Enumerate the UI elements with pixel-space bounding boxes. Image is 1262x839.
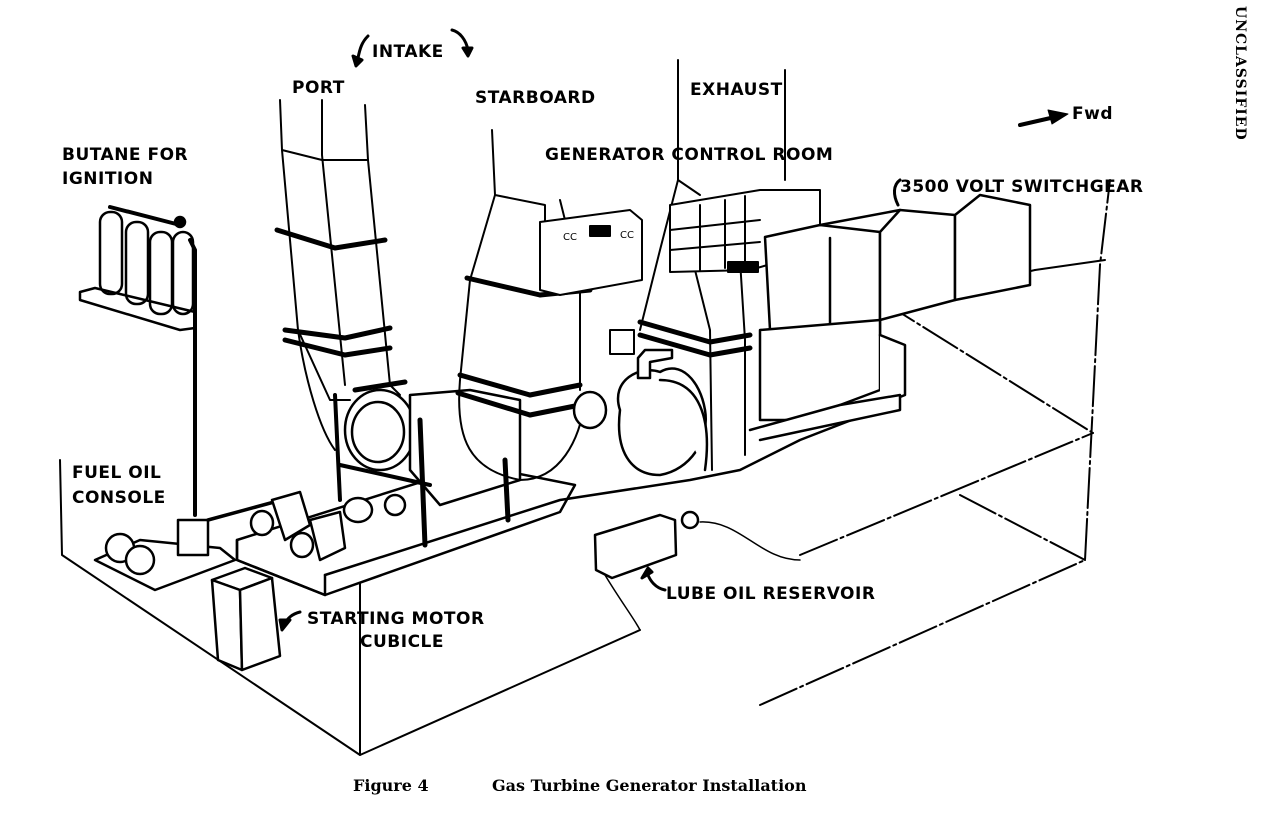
label-starting-motor-line2: CUBICLE xyxy=(360,632,444,652)
label-fwd: Fwd xyxy=(1072,104,1113,124)
lube-oil-reservoir xyxy=(593,510,801,631)
figure-title: Gas Turbine Generator Installation xyxy=(492,776,807,795)
generator-control-panel: CC CC xyxy=(539,209,643,355)
room-outline xyxy=(59,179,1111,756)
switchgear xyxy=(748,193,1032,442)
svg-text:CC: CC xyxy=(563,232,577,243)
label-port: PORT xyxy=(292,78,345,98)
label-butane-line1: BUTANE FOR xyxy=(62,145,189,165)
label-starting-motor-line1: STARTING MOTOR xyxy=(307,609,485,629)
label-butane-line2: IGNITION xyxy=(62,169,154,189)
svg-text:CC: CC xyxy=(620,230,634,241)
label-fuel-oil-line2: CONSOLE xyxy=(72,488,166,508)
lube-oil-arrow xyxy=(646,573,667,592)
generator xyxy=(572,348,709,477)
switchgear-arrow xyxy=(893,178,902,207)
butane-cylinders xyxy=(78,205,197,517)
starting-motor-cubicle xyxy=(210,566,282,672)
intake-port-arrow xyxy=(356,34,370,60)
label-exhaust: EXHAUST xyxy=(690,80,783,100)
label-intake: INTAKE xyxy=(372,42,444,62)
label-lube-oil-reservoir: LUBE OIL RESERVOIR xyxy=(666,584,876,604)
label-starboard: STARBOARD xyxy=(475,88,596,108)
label-generator-control-room: GENERATOR CONTROL ROOM xyxy=(545,145,834,165)
label-switchgear: 3500 VOLT SWITCHGEAR xyxy=(900,177,1144,197)
arrow-right-icon xyxy=(1018,109,1069,127)
gas-turbine xyxy=(333,388,522,548)
label-fuel-oil-line1: FUEL OIL xyxy=(72,463,162,483)
classification-marking: UNCLASSIFIED xyxy=(1232,6,1248,141)
figure-number: Figure 4 xyxy=(353,776,429,795)
fuel-oil-console xyxy=(93,493,302,592)
starter-motors xyxy=(249,490,407,562)
leader-arrows xyxy=(278,28,902,632)
